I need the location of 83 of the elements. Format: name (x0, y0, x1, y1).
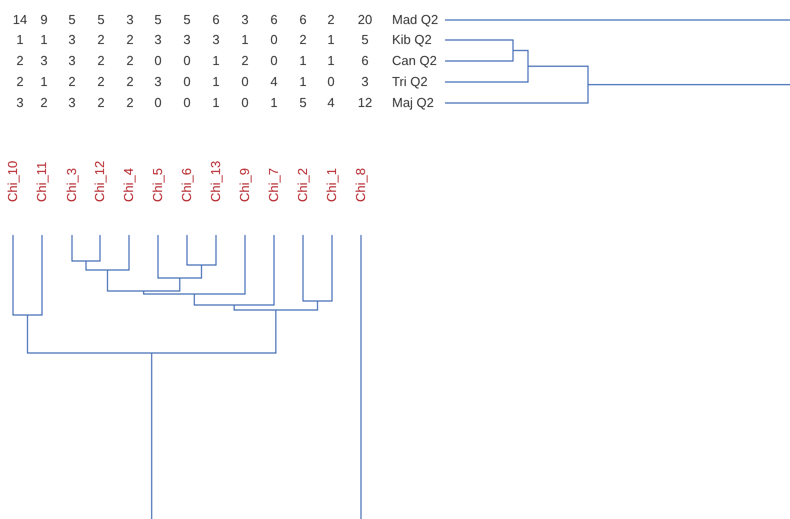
table-value: 12 (358, 95, 372, 110)
row-label: Tri Q2 (392, 74, 428, 89)
row-label: Kib Q2 (392, 32, 432, 47)
table-value: 2 (299, 32, 307, 47)
column-label: Chi_11 (34, 162, 49, 202)
table-value: 2 (40, 95, 48, 110)
table-value: 2 (68, 74, 76, 89)
table-value: 2 (126, 53, 134, 68)
table-value: 0 (241, 74, 249, 89)
table-value: 5 (183, 12, 191, 27)
table-value: 6 (299, 12, 307, 27)
table-value: 0 (241, 95, 249, 110)
column-label: Chi_8 (353, 168, 368, 202)
table-value: 3 (68, 95, 76, 110)
table-value: 3 (241, 12, 249, 27)
column-label: Chi_4 (121, 168, 136, 202)
table-value: 0 (183, 74, 191, 89)
table-value: 0 (154, 53, 162, 68)
table-value: 0 (270, 32, 278, 47)
table-value: 1 (270, 95, 278, 110)
table-value: 4 (327, 95, 335, 110)
table-value: 6 (270, 12, 278, 27)
table-value: 0 (154, 95, 162, 110)
table-value: 6 (212, 12, 220, 27)
table-value: 1 (212, 53, 220, 68)
table-value: 2 (126, 95, 134, 110)
row-label: Maj Q2 (392, 95, 434, 110)
table-value: 3 (68, 32, 76, 47)
table-value: 3 (40, 53, 48, 68)
table-value: 3 (183, 32, 191, 47)
table-value: 5 (68, 12, 76, 27)
row-label: Can Q2 (392, 53, 437, 68)
column-label: Chi_13 (208, 160, 223, 202)
row-label: Mad Q2 (392, 12, 438, 27)
table-value: 1 (212, 95, 220, 110)
table-value: 3 (68, 53, 76, 68)
column-label: Chi_12 (92, 160, 107, 202)
table-value: 3 (154, 74, 162, 89)
table-value: 5 (299, 95, 307, 110)
column-label: Chi_7 (266, 168, 281, 202)
column-label: Chi_6 (179, 168, 194, 202)
table-value: 3 (154, 32, 162, 47)
table-value: 2 (97, 32, 105, 47)
table-value: 2 (16, 74, 24, 89)
table-value: 2 (241, 53, 249, 68)
table-value: 3 (361, 74, 369, 89)
column-label: Chi_3 (64, 168, 79, 202)
table-value: 5 (361, 32, 369, 47)
table-value: 3 (212, 32, 220, 47)
table-value: 1 (16, 32, 24, 47)
table-value: 1 (299, 74, 307, 89)
table-value: 3 (126, 12, 134, 27)
table-value: 20 (358, 12, 372, 27)
column-label: Chi_9 (237, 168, 252, 202)
column-label: Chi_1 (324, 168, 339, 202)
column-label: Chi_10 (5, 160, 20, 202)
table-value: 6 (361, 53, 369, 68)
column-label: Chi_2 (295, 168, 310, 202)
table-value: 1 (327, 32, 335, 47)
table-value: 14 (12, 12, 28, 27)
table-value: 0 (327, 74, 335, 89)
column-label: Chi_5 (150, 168, 165, 202)
table-value: 2 (126, 32, 134, 47)
table-value: 4 (270, 74, 278, 89)
table-value: 2 (97, 53, 105, 68)
table-value: 3 (16, 95, 24, 110)
table-value: 2 (97, 74, 105, 89)
table-value: 2 (327, 12, 335, 27)
table-value: 1 (212, 74, 220, 89)
table-value: 1 (40, 32, 48, 47)
table-value: 2 (126, 74, 134, 89)
table-value: 2 (97, 95, 105, 110)
table-value: 2 (16, 53, 24, 68)
table-value: 0 (183, 95, 191, 110)
table-value: 0 (270, 53, 278, 68)
table-value: 1 (241, 32, 249, 47)
table-value: 5 (154, 12, 162, 27)
table-value: 1 (40, 74, 48, 89)
table-value: 1 (299, 53, 307, 68)
table-value: 9 (40, 12, 48, 27)
table-value: 5 (97, 12, 105, 27)
table-value: 1 (327, 53, 335, 68)
table-value: 0 (183, 53, 191, 68)
